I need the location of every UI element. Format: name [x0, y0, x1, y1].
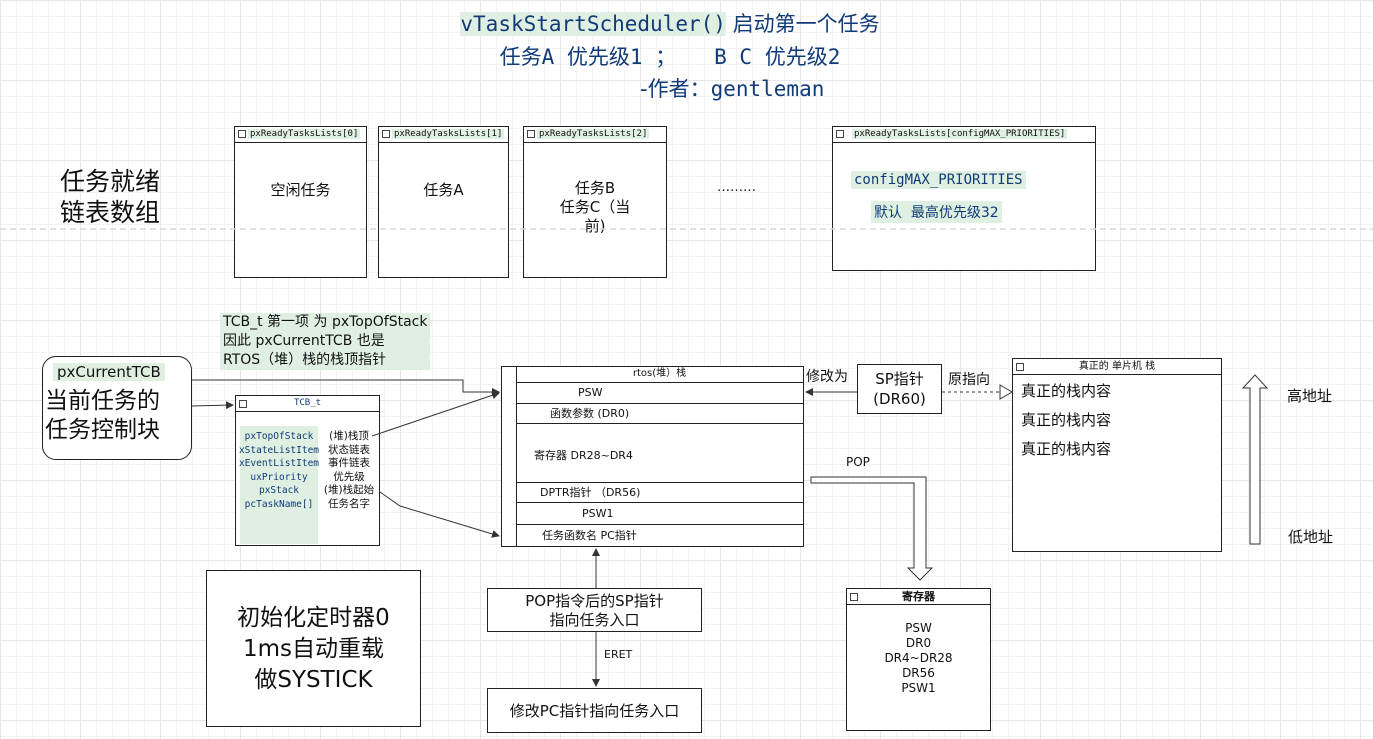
- tcb-field-name: pxStack: [258, 485, 300, 496]
- current-tcb-box: pxCurrentTCB 当前任务的 任务控制块: [42, 356, 192, 460]
- stack-row-dptr: DPTR指针 （DR56): [516, 483, 803, 503]
- modify-pc-box: 修改PC指针指向任务入口: [487, 688, 702, 733]
- register-item: PSW1: [901, 681, 936, 695]
- ready-list-max-header: pxReadyTasksLists[configMAX_PRIORITIES]: [833, 127, 1095, 143]
- high-address-label: 高地址: [1287, 387, 1333, 405]
- tcb-note: TCB_t 第一项 为 pxTopOfStack 因此 pxCurrentTCB…: [220, 313, 431, 370]
- register-item: DR4~DR28: [884, 651, 953, 665]
- rtos-stack-header: rtos(堆）栈: [516, 367, 803, 383]
- tcb-field-desc: 任务名字: [328, 497, 370, 510]
- tcb-note-line1: TCB_t 第一项 为 pxTopOfStack: [223, 314, 428, 330]
- current-tcb-label: pxCurrentTCB: [53, 363, 165, 381]
- ready-list-max-content-line2: 默认 最高优先级32: [871, 201, 1002, 223]
- pop-label: POP: [846, 455, 870, 469]
- tcb-field-name: xStateListItem: [238, 444, 320, 456]
- ready-list-1-content: 任务A: [423, 181, 464, 199]
- tcb-field-descs: (堆)栈顶 状态链表 事件链表 优先级 (堆)栈起始 任务名字: [320, 430, 378, 511]
- registers-items: PSW DR0 DR4~DR28 DR56 PSW1: [847, 621, 990, 696]
- ready-list-1: pxReadyTasksLists[1] 任务A: [378, 126, 509, 278]
- title-author-prefix: -作者：: [640, 77, 711, 101]
- ready-list-2: pxReadyTasksLists[2] 任务B 任务C（当 前): [523, 126, 667, 278]
- title-function-desc: 启动第一个任务: [732, 12, 880, 36]
- ready-list-max: pxReadyTasksLists[configMAX_PRIORITIES] …: [832, 126, 1096, 271]
- register-item: DR56: [902, 666, 935, 680]
- collapse-icon: [850, 593, 858, 601]
- tcb-field-desc: 优先级: [333, 470, 365, 483]
- pop-sp-box: POP指令后的SP指针 指向任务入口: [487, 588, 702, 632]
- tcb-field-names: pxTopOfStack xStateListItem xEventListIt…: [238, 430, 320, 511]
- ready-list-0-header: pxReadyTasksLists[0]: [235, 127, 366, 143]
- low-address-label: 低地址: [1288, 528, 1334, 546]
- title-author-name: gentleman: [710, 77, 825, 101]
- ready-list-0-content: 空闲任务: [270, 181, 331, 199]
- collapse-icon: [238, 129, 246, 138]
- tcb-field-desc: (堆)栈顶: [329, 430, 369, 442]
- timer-box: 初始化定时器0 1ms自动重载 做SYSTICK: [206, 570, 421, 727]
- arrow-pxstack-to-pc: [379, 491, 500, 538]
- register-item: PSW: [905, 621, 932, 635]
- mcu-stack-row: 真正的栈内容: [1021, 382, 1112, 400]
- ready-list-max-content-line1: configMAX_PRIORITIES: [851, 171, 1026, 189]
- ready-lists-label-line2: 链表数组: [60, 198, 161, 227]
- stack-row-registers: 寄存器 DR28~DR4: [516, 424, 803, 483]
- arrow-topofstack-to-psw: [371, 391, 500, 437]
- tcb-field-desc: 状态链表: [328, 443, 370, 456]
- ready-list-2-content: 任务B 任务C（当 前): [559, 179, 631, 235]
- ready-list-1-header: pxReadyTasksLists[1]: [379, 127, 508, 143]
- ready-list-2-header: pxReadyTasksLists[2]: [524, 127, 666, 143]
- tcb-field-name: xEventListItem: [238, 458, 320, 469]
- rtos-stack-strip: [502, 367, 517, 546]
- tcb-field-desc: 事件链表: [328, 457, 370, 469]
- tcb-struct-header: TCB_t: [236, 396, 379, 412]
- mcu-stack: 真正的 单片机 栈 真正的栈内容 真正的栈内容 真正的栈内容: [1012, 358, 1222, 552]
- mcu-stack-row: 真正的栈内容: [1021, 411, 1112, 429]
- title-line2: 任务A 优先级1 ； B C 优先级2: [499, 45, 841, 69]
- eret-label: ERET: [604, 648, 633, 661]
- tcb-field-name: uxPriority: [250, 471, 308, 483]
- ready-list-0: pxReadyTasksLists[0] 空闲任务: [234, 126, 367, 278]
- collapse-icon: [527, 129, 535, 138]
- mcu-stack-row: 真正的栈内容: [1021, 440, 1112, 458]
- title-function-name: vTaskStartScheduler(): [460, 12, 726, 36]
- arrow-current-to-stack: [192, 379, 500, 396]
- tcb-note-line3: RTOS（堆）栈的栈顶指针: [223, 352, 387, 368]
- stack-row-psw: PSW: [516, 382, 803, 404]
- tcb-note-line2: 因此 pxCurrentTCB 也是: [223, 333, 385, 349]
- sp-modify-label: 修改为: [806, 369, 848, 385]
- rtos-stack: rtos(堆）栈 PSW 函数参数 (DR0) 寄存器 DR28~DR4 DPT…: [501, 366, 804, 547]
- ready-lists-label-line1: 任务就绪: [60, 167, 161, 196]
- mcu-stack-rows: 真正的栈内容 真正的栈内容 真正的栈内容: [1021, 377, 1111, 464]
- mcu-stack-header: 真正的 单片机 栈: [1013, 359, 1221, 375]
- tcb-field-name: pcTaskName[]: [244, 498, 314, 510]
- stack-row-pc: 任务函数名 PC指针: [542, 529, 637, 542]
- address-arrow-icon: [1241, 374, 1269, 545]
- tcb-field-desc: (堆)栈起始: [323, 484, 375, 496]
- sp-pointer-box: SP指针 (DR60): [857, 364, 942, 414]
- sp-orig-label: 原指向: [948, 372, 990, 388]
- arrow-current-to-tcb: [191, 401, 234, 410]
- collapse-icon: [1016, 363, 1024, 371]
- stack-row-psw1: PSW1: [516, 503, 803, 525]
- pop-arrow: [810, 476, 934, 581]
- registers-header: 寄存器: [847, 589, 990, 605]
- collapse-icon: [836, 129, 844, 138]
- title-author: -作者：gentleman: [640, 73, 900, 103]
- tcb-struct: TCB_t pxTopOfStack xStateListItem xEvent…: [235, 395, 380, 546]
- tcb-field-name: pxTopOfStack: [244, 431, 314, 442]
- ready-lists-label: 任务就绪 链表数组: [60, 166, 160, 228]
- current-tcb-desc: 当前任务的 任务控制块: [45, 388, 160, 443]
- registers-box: 寄存器 PSW DR0 DR4~DR28 DR56 PSW1: [846, 588, 991, 731]
- collapse-icon: [382, 129, 390, 138]
- ready-lists-ellipsis: ………: [717, 180, 756, 195]
- collapse-icon: [239, 400, 247, 408]
- tcb-fields: [240, 426, 318, 544]
- title-line1: vTaskStartScheduler() 启动第一个任务: [330, 8, 1010, 38]
- register-item: DR0: [905, 636, 932, 650]
- stack-row-func-param: 函数参数 (DR0): [516, 404, 803, 424]
